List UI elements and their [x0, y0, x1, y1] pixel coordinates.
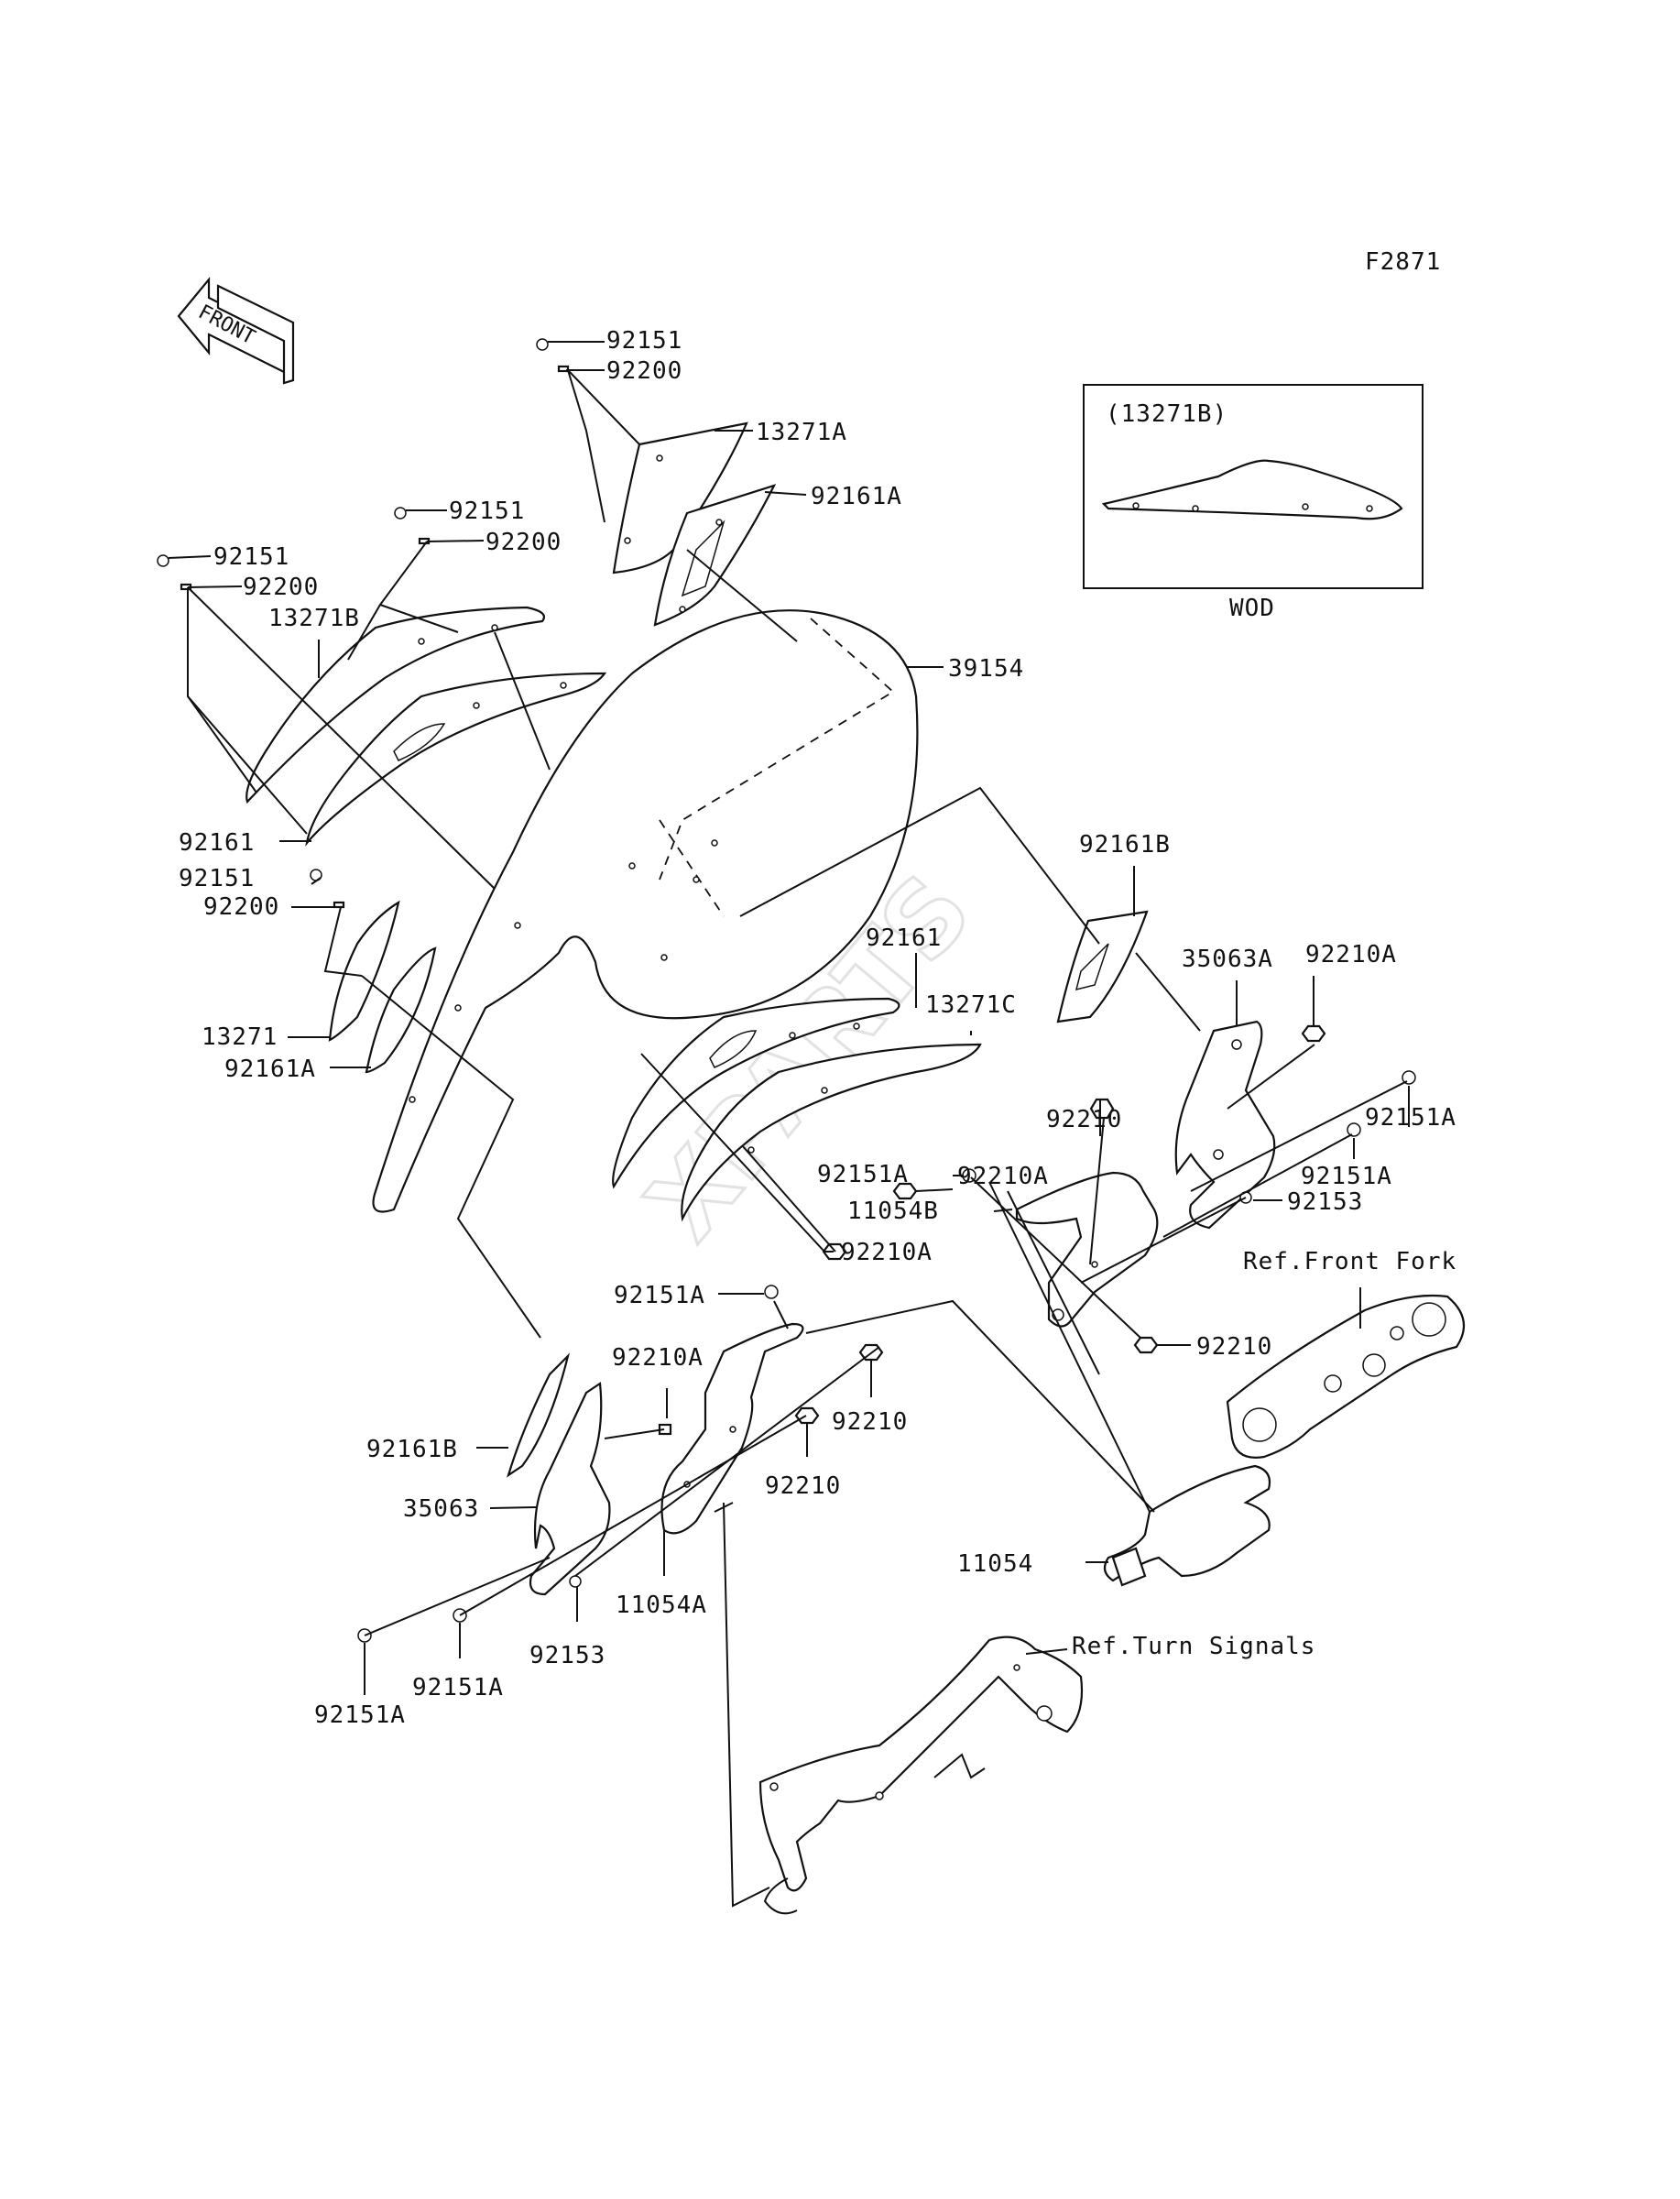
label: Ref.Front Fork: [1243, 1248, 1456, 1275]
turn-signal-bracket: [758, 1636, 1084, 1915]
label: 13271A: [756, 419, 847, 446]
label: 92210A: [612, 1344, 704, 1372]
label: 39154: [948, 655, 1024, 683]
label: 92151A: [614, 1282, 705, 1309]
plate-92161B-left: [507, 1352, 571, 1478]
label: 92210: [1196, 1333, 1272, 1361]
label: 92151: [179, 865, 255, 892]
label: 92161B: [1079, 831, 1171, 859]
label: 35063: [403, 1495, 479, 1523]
label: 92210: [1046, 1106, 1122, 1133]
label: 92210A: [841, 1239, 933, 1266]
label: 92151A: [1301, 1163, 1392, 1190]
label: 11054A: [616, 1592, 707, 1619]
bracket-11054: [1103, 1464, 1271, 1587]
label: 11054: [957, 1550, 1033, 1578]
label: 92151: [213, 543, 289, 571]
label: 92200: [485, 529, 562, 556]
front-arrow-icon: FRONT: [177, 276, 295, 385]
windshield: [372, 609, 919, 1213]
label: 92151: [449, 498, 525, 525]
label: 92200: [606, 357, 682, 385]
label: 92151A: [1365, 1104, 1456, 1132]
label: 92161B: [366, 1436, 458, 1463]
label: 92153: [1287, 1188, 1363, 1216]
assembly-lines: [187, 369, 1408, 1908]
label: 92210A: [1305, 941, 1397, 968]
labels: 92151 92200 13271A 92161A 92151 92200 92…: [179, 327, 1456, 1729]
label: 92200: [203, 893, 279, 921]
bracket-11054B: [1015, 1171, 1159, 1328]
label: 11054B: [847, 1198, 939, 1225]
label: 92151A: [314, 1701, 406, 1729]
label: 35063A: [1182, 946, 1273, 973]
inset-caption: WOD: [1229, 595, 1275, 622]
panel-13271C: [681, 1043, 982, 1222]
plate-13271A: [612, 421, 748, 574]
inset-title: (13271B): [1106, 400, 1227, 428]
label: 13271: [202, 1023, 278, 1051]
label: 92210A: [957, 1163, 1049, 1190]
bracket-35063: [529, 1382, 611, 1596]
label: 92161: [866, 924, 942, 952]
label: 92161A: [224, 1056, 316, 1083]
panel-92161: [305, 672, 607, 847]
label: 92153: [529, 1642, 605, 1669]
panel-92161-lower: [612, 997, 900, 1189]
plate-13271: [328, 900, 400, 1042]
label: 92161A: [811, 483, 902, 510]
bracket-35063A: [1174, 1020, 1276, 1230]
label: 92210: [765, 1472, 841, 1500]
label: Ref.Turn Signals: [1072, 1633, 1315, 1660]
bracket-11054A: [660, 1322, 804, 1535]
label: 92210: [832, 1408, 908, 1436]
plate-92161B-right: [1056, 910, 1149, 1023]
label: 92200: [243, 574, 319, 601]
inset-box: (13271B) WOD: [1083, 384, 1424, 622]
leader-lines: [168, 341, 1410, 1695]
label: 13271C: [925, 991, 1017, 1019]
figure-code: F2871: [1365, 248, 1441, 276]
label: 92161: [179, 829, 255, 857]
plate-92161A-left: [365, 946, 437, 1074]
front-fork-part: [1226, 1294, 1466, 1459]
label: 92151A: [412, 1674, 504, 1701]
label: 13271B: [268, 605, 360, 632]
label: 92151A: [817, 1161, 909, 1188]
label: 92151: [606, 327, 682, 355]
plate-92161A: [653, 484, 777, 627]
